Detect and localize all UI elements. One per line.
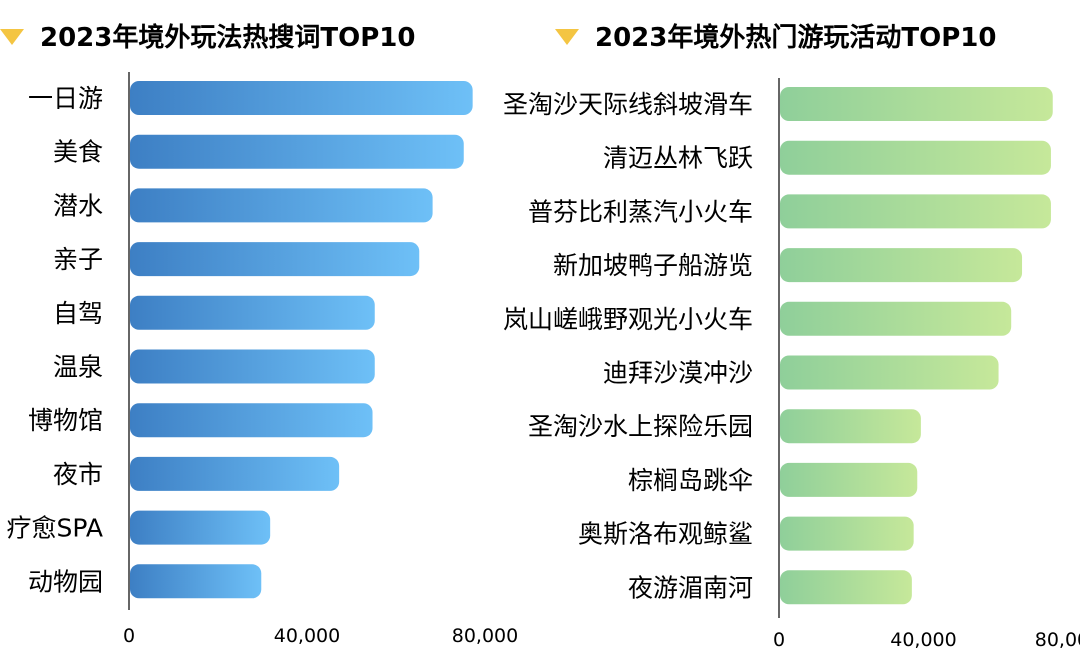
left-bar [130,456,340,491]
right-bar [780,409,921,444]
left-category-label: 动物园 [28,567,103,596]
right-category-label: 普芬比利蒸汽小火车 [528,197,753,226]
right-bar [780,194,1051,229]
left-category-label: 博物馆 [28,406,103,435]
right-category-labels: 圣淘沙天际线斜坡滑车清迈丛林飞跃普芬比利蒸汽小火车新加坡鸭子船游览岚山嵯峨野观光… [503,90,753,602]
right-bar [780,462,918,497]
left-category-label: 疗愈SPA [7,514,103,543]
right-x-tick-label: 0 [773,629,785,651]
left-category-label: 潜水 [53,191,103,220]
left-bar [130,134,464,169]
right-bar [780,301,1012,336]
left-bar [130,295,375,330]
left-x-tick-label: 80,000 [452,625,518,647]
right-bar [780,570,912,605]
right-x-tick-labels: 0 40,000 80,000 [773,629,1080,651]
right-category-label: 夜游湄南河 [628,573,753,602]
left-title-triangle-icon [0,29,24,45]
left-bar [130,564,262,599]
right-bar [780,87,1053,121]
right-category-label: 新加坡鸭子船游览 [553,251,753,280]
right-chart: 2023年境外热门游玩活动TOP10 圣淘沙天际线斜坡滑车清迈丛林飞跃普芬比利蒸… [503,22,1080,651]
right-bar [780,248,1023,283]
right-bar [780,140,1051,175]
right-x-tick-label: 40,000 [890,629,956,651]
right-bar [780,516,914,551]
right-category-label: 棕榈岛跳伞 [628,466,753,495]
right-category-label: 圣淘沙天际线斜坡滑车 [503,90,753,119]
left-x-tick-label: 0 [123,625,135,647]
left-x-tick-label: 40,000 [274,625,340,647]
left-category-label: 自驾 [53,299,103,328]
right-chart-title: 2023年境外热门游玩活动TOP10 [595,22,996,53]
right-category-label: 迪拜沙漠冲沙 [603,359,753,388]
right-category-label: 岚山嵯峨野观光小火车 [503,305,753,334]
right-category-label: 清迈丛林飞跃 [603,144,753,173]
right-bars [780,87,1053,605]
left-category-label: 夜市 [53,460,103,489]
left-bar [130,510,271,545]
left-category-label: 美食 [53,138,103,167]
left-bar [130,188,433,223]
left-bar [130,81,473,115]
left-bar [130,403,373,438]
left-category-label: 亲子 [53,245,103,274]
left-bar [130,349,375,384]
left-bar [130,242,420,277]
left-category-label: 温泉 [53,353,103,382]
left-bars [130,81,473,599]
left-chart: 2023年境外玩法热搜词TOP10 一日游美食潜水亲子自驾温泉博物馆夜市疗愈SP… [0,22,518,647]
right-x-tick-label: 80,000 [1035,629,1080,651]
left-category-label: 一日游 [28,84,103,113]
right-category-label: 圣淘沙水上探险乐园 [528,412,753,441]
right-title-triangle-icon [555,29,579,45]
left-chart-title: 2023年境外玩法热搜词TOP10 [40,22,415,53]
right-bar [780,355,999,390]
left-x-tick-labels: 0 40,000 80,000 [123,625,518,647]
right-category-label: 奥斯洛布观鲸鲨 [578,520,753,549]
